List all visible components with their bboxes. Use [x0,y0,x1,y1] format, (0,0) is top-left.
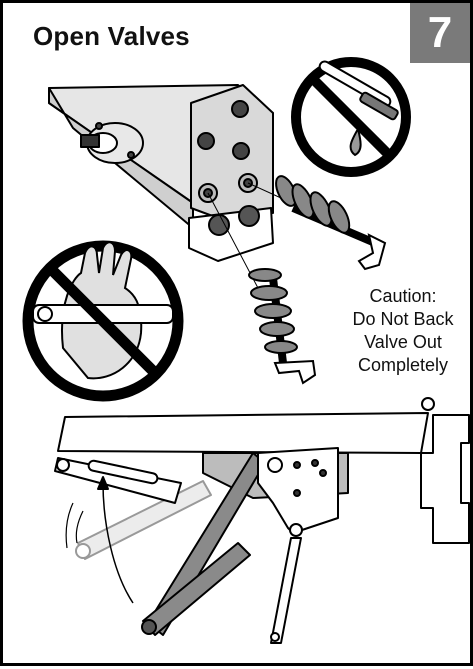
caution-line-4: Completely [357,355,449,375]
hinge-arm-icon [54,397,470,644]
page-title: Open Valves [33,21,190,51]
caution-note: Caution: Do Not Back Valve Out Completel… [333,285,473,377]
no-hand-icon [22,240,184,402]
valve-screw-icon [275,175,387,271]
caution-line-1: Caution: [369,286,437,306]
valve-block-icon [48,84,304,289]
step-number-badge: 7 [410,3,470,63]
caution-line-3: Valve Out [364,332,442,352]
caution-line-2: Do Not Back [352,309,454,329]
no-tool-drip-icon [291,57,411,177]
valve-screw-icon [248,268,317,385]
illustration [22,57,470,644]
